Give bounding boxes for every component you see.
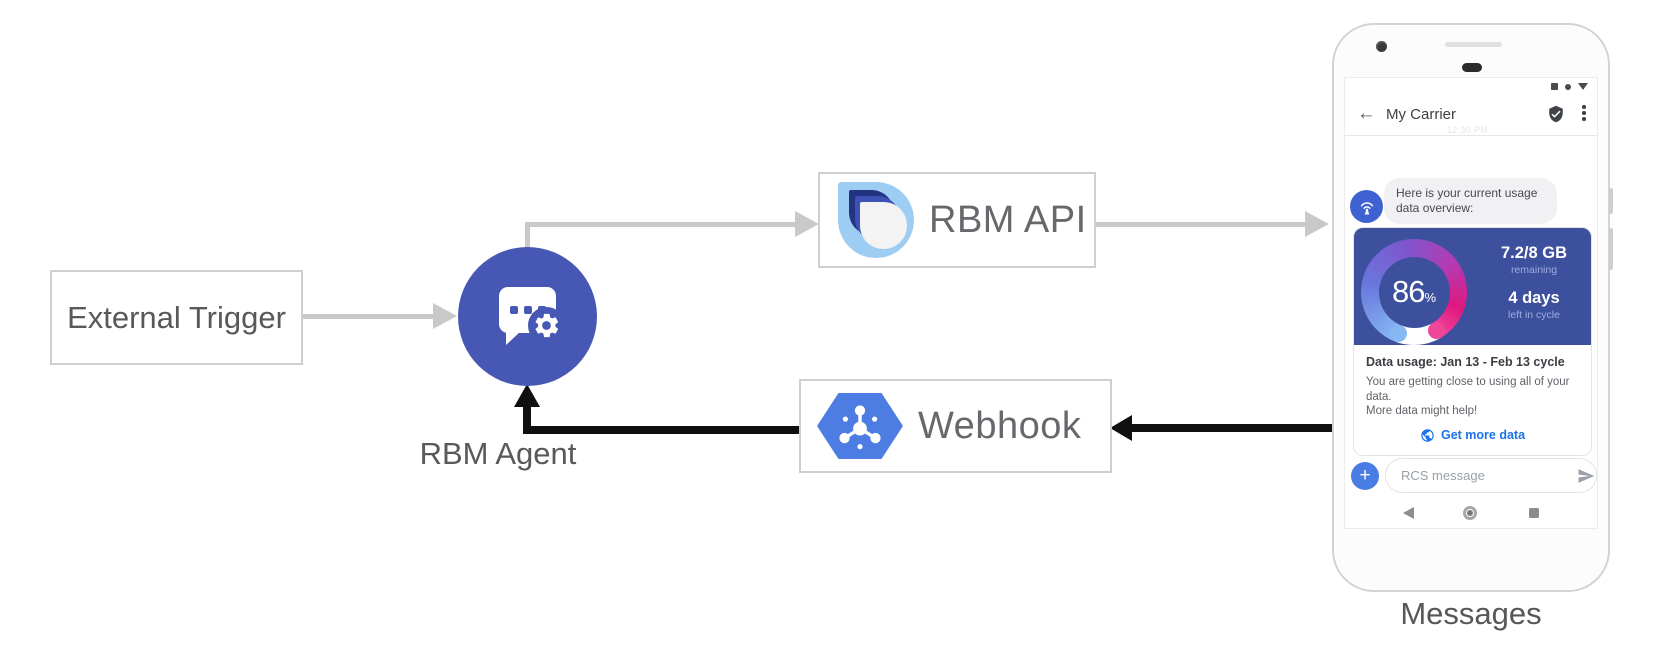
arrow-api-to-phone [1096,222,1305,227]
front-camera [1376,41,1387,52]
android-nav-bar [1345,506,1597,522]
arrow-agent-to-api-horizontal [525,222,796,227]
arrow-agent-to-api-vertical [525,222,530,251]
conversation-title: My Carrier [1386,106,1456,123]
status-dot-icon [1565,83,1571,90]
appbar-divider [1345,135,1597,136]
nav-home-icon[interactable] [1463,506,1477,520]
bubble-tail [506,331,521,345]
usage-card-body-line1: You are getting close to using all of yo… [1366,376,1570,403]
usage-gauge-panel: 86 % 7.2/8 GB remaining 4 days left in c… [1354,228,1591,345]
data-usage-card: 86 % 7.2/8 GB remaining 4 days left in c… [1353,227,1592,456]
earpiece [1462,63,1482,72]
usage-donut-gauge: 86 % [1361,239,1467,345]
nav-recents-icon[interactable] [1529,508,1539,518]
nav-back-icon[interactable] [1403,507,1414,519]
messages-caption: Messages [1400,596,1542,631]
data-remaining-value: 7.2/8 GB [1500,244,1568,262]
status-square-icon [1551,83,1558,90]
arrow-trigger-to-agent [303,314,434,319]
arrowhead-webhook-to-agent [514,384,540,407]
overflow-menu-button[interactable] [1582,105,1586,121]
get-more-data-button[interactable]: Get more data [1366,428,1579,443]
arrow-phone-to-webhook [1130,424,1332,432]
rcs-message-input[interactable] [1386,468,1577,483]
send-icon[interactable] [1577,467,1595,485]
rbm-api-label: RBM API [929,198,1087,241]
cycle-days-label: left in cycle [1508,309,1560,321]
pubsub-hexagon-icon [817,393,903,459]
gear-icon [528,307,565,344]
external-trigger-node: External Trigger [50,270,303,365]
usage-percent-unit: % [1424,289,1437,305]
speaker-slit [1445,42,1502,47]
data-remaining-label: remaining [1510,264,1558,276]
bot-message-line1: Here is your current usage [1396,186,1538,200]
power-button [1609,188,1613,214]
status-bar [1551,83,1588,90]
antenna-icon [1360,201,1373,214]
back-button[interactable]: ← [1357,103,1376,124]
arrowhead-api-to-phone [1305,211,1329,237]
attach-plus-button[interactable]: + [1351,462,1379,490]
rbm-agent-label: RBM Agent [419,436,577,471]
phone-device: ← My Carrier 12:30 PM Here is yo [1332,23,1613,592]
globe-icon [1421,428,1434,442]
bot-message-bubble: Here is your current usage data overview… [1384,178,1557,224]
rbm-agent-node [458,247,597,386]
arrowhead-trigger-to-agent [433,303,457,329]
webhook-label: Webhook [918,404,1082,447]
bot-message-line2: data overview: [1396,201,1474,215]
usage-card-heading: Data usage: Jan 13 - Feb 13 cycle [1366,355,1565,369]
volume-button [1609,228,1613,270]
status-signal-icon [1578,83,1588,90]
external-trigger-label: External Trigger [67,299,286,335]
arrowhead-agent-to-api [795,211,819,237]
chat-bubble-icon [499,287,565,345]
arrow-webhook-to-agent-horizontal [523,426,799,434]
compose-bar [1385,458,1597,493]
verified-shield-icon[interactable] [1547,105,1565,128]
carrier-bot-avatar [1350,190,1383,223]
phone-screen: ← My Carrier 12:30 PM Here is yo [1345,78,1597,528]
arrow-webhook-to-agent-vertical [523,406,531,434]
arrowhead-phone-to-webhook [1110,415,1132,441]
rbm-api-node: RBM API [818,172,1096,268]
get-more-data-label: Get more data [1440,428,1526,442]
usage-percent: 86 [1391,274,1425,309]
cycle-days-value: 4 days [1508,289,1560,307]
usage-card-body-line2: More data might help! [1366,405,1478,417]
message-timestamp: 12:30 PM [1447,125,1488,135]
webhook-node: Webhook [799,379,1112,473]
rbm-api-logo-icon [838,182,914,258]
